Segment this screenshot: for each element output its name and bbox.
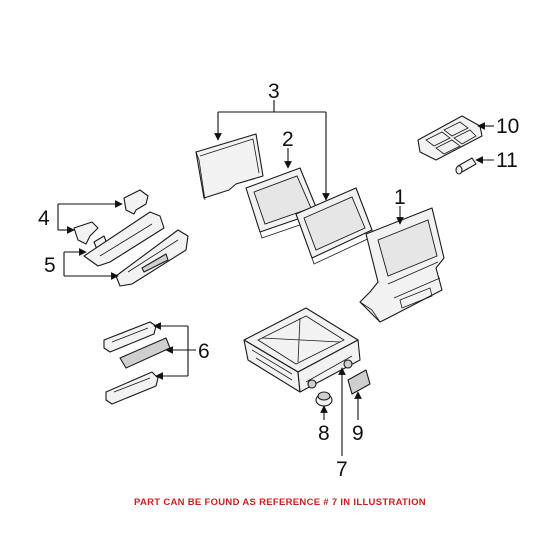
callout-7: 7 xyxy=(336,458,348,481)
part-11-bulb xyxy=(455,157,477,175)
part-1-console-bezel xyxy=(359,207,445,323)
callout-5: 5 xyxy=(44,254,56,277)
callout-6: 6 xyxy=(198,340,210,363)
part-10-switch-panel xyxy=(417,115,483,161)
part-5-trim-strips xyxy=(83,211,189,287)
leader-lines xyxy=(57,100,494,456)
callout-4: 4 xyxy=(38,207,50,230)
part-3-bezel-right xyxy=(295,187,375,265)
callout-9: 9 xyxy=(352,422,364,445)
callout-3: 3 xyxy=(268,80,280,103)
reference-caption: PART CAN BE FOUND AS REFERENCE # 7 IN IL… xyxy=(134,497,426,508)
callout-8: 8 xyxy=(318,422,330,445)
callout-1: 1 xyxy=(394,186,406,209)
part-9-label xyxy=(347,369,371,395)
part-6-trim-pieces xyxy=(103,321,171,405)
part-7-radio-unit xyxy=(243,307,361,393)
callout-11: 11 xyxy=(496,149,518,172)
part-3-cover-left xyxy=(195,133,264,201)
callout-2: 2 xyxy=(282,128,294,151)
callout-10: 10 xyxy=(496,115,519,138)
part-8-knob xyxy=(315,391,333,407)
